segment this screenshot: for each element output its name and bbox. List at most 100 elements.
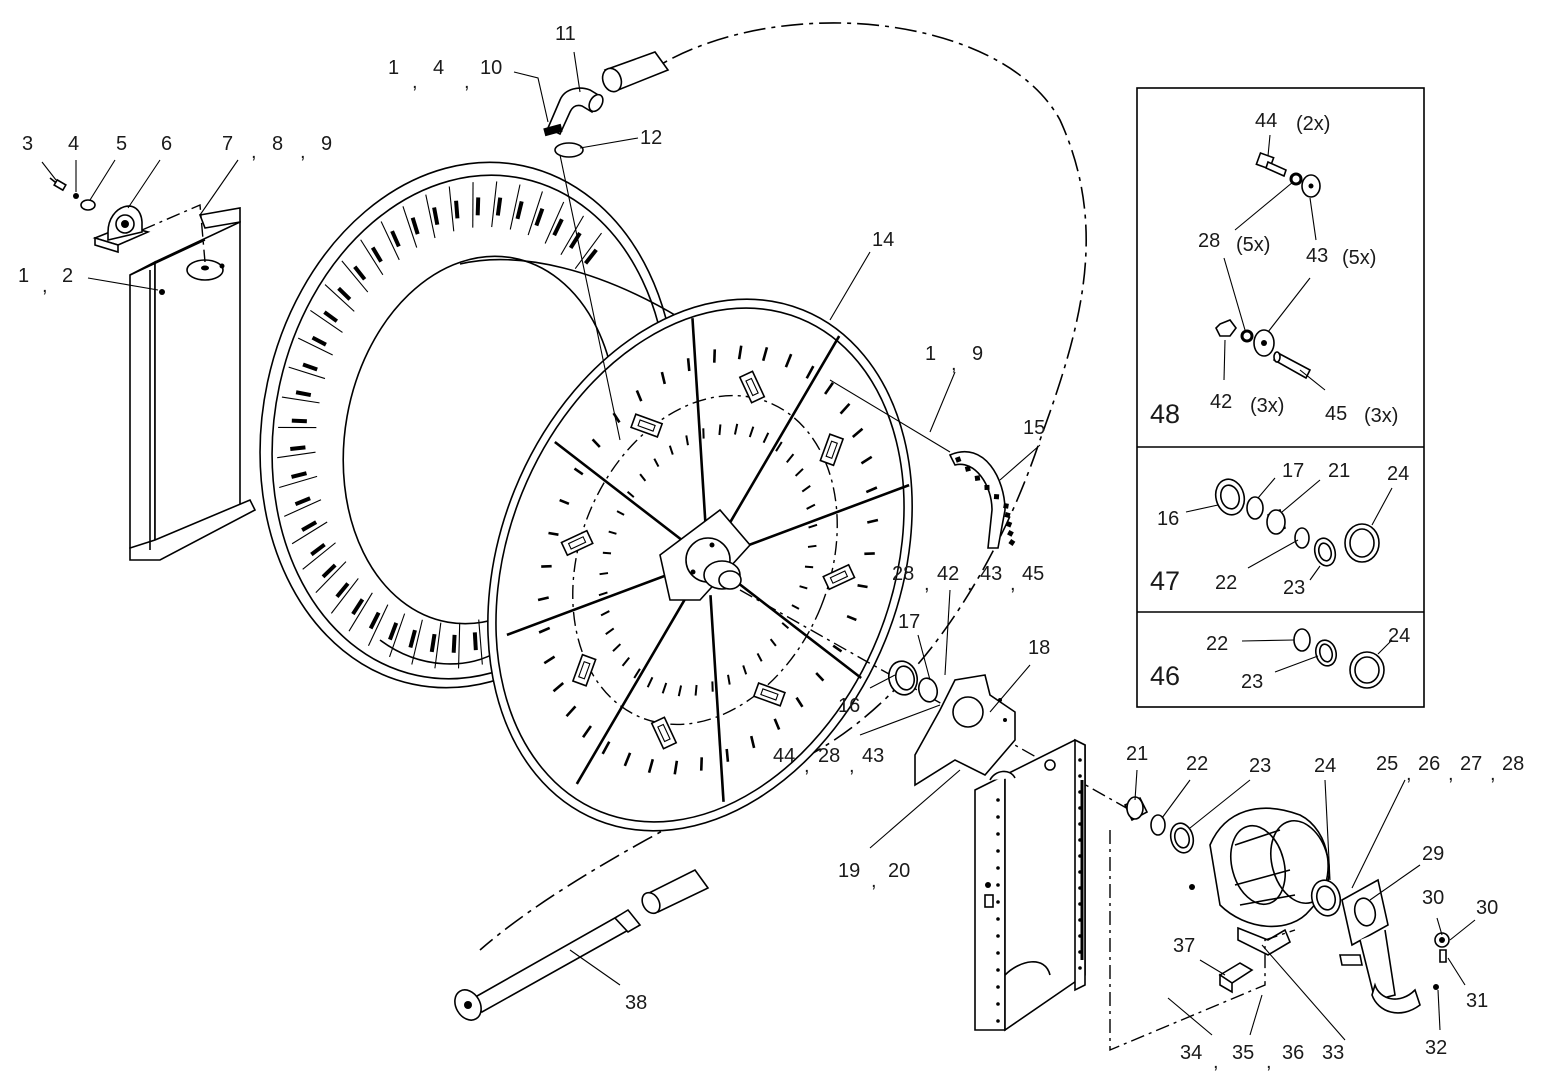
callout-comma: , [924,573,930,595]
callout-2: 2 [62,265,73,287]
callout-7: 7 [222,133,233,155]
inset46-label-22: 22 [1206,633,1228,655]
callout-38: 38 [625,992,647,1014]
callout-29: 29 [1422,843,1444,865]
mounting-bracket-33 [1237,926,1292,956]
callout-33: 33 [1322,1042,1344,1064]
inlet-hose-segment [601,51,670,93]
inset47-label-21: 21 [1328,460,1350,482]
inset48-parts [1215,151,1321,380]
sprocket-leader [829,379,951,453]
seal-16 [887,660,919,696]
callout-42: 42 [937,563,959,585]
inset48-label-43-qty: (5x) [1342,247,1376,269]
callout-17: 17 [898,611,920,633]
inset48-kit-number: 48 [1150,399,1180,429]
drum-front-spokes [506,318,910,802]
hose-segment-lower [641,868,710,915]
clamp-37 [1218,962,1254,994]
callout-6: 6 [161,133,172,155]
o-ring-12 [554,142,584,158]
callout-15: 15 [1023,417,1045,439]
callout-1: 1 [18,265,29,287]
callout-comma: , [300,141,306,163]
callout-37: 37 [1173,935,1195,957]
callout-comma: , [1448,763,1454,785]
callout-comma: , [1266,1051,1272,1073]
callout-comma: , [951,353,957,375]
pillow-block-bearing [92,205,151,254]
drum-barrel-top [459,258,681,319]
inset48-label-28-qty: (5x) [1236,234,1270,256]
callout-comma: , [251,141,257,163]
side-mounting-plate [914,674,1016,787]
callout-comma: , [849,755,855,777]
callout-comma: , [1010,573,1016,595]
inset48-label-28: 28 [1198,230,1220,252]
callout-comma: , [1490,763,1496,785]
inset47-label-24: 24 [1387,463,1409,485]
callout-4: 4 [433,57,444,79]
inset47-label-23: 23 [1283,577,1305,599]
swivel-elbow [543,87,604,137]
callout-34: 34 [1180,1042,1202,1064]
callout-14: 14 [872,229,894,251]
swivel-joint-housing [1189,807,1330,928]
callout-16: 16 [838,695,860,717]
callout-1: 1 [925,343,936,365]
callout-18: 18 [1028,637,1050,659]
drum-rear-ribs [277,181,602,669]
callout-10: 10 [480,57,502,79]
callout-comma: , [804,755,810,777]
outlet-flange-29 [1339,878,1421,1014]
callout-44: 44 [773,745,795,767]
drum-front-brackets [560,370,856,750]
callout-comma: , [871,870,877,892]
callout-30: 30 [1422,887,1444,909]
inset46-parts [1293,628,1385,689]
right-support-stand [974,738,1086,1032]
callout-3: 3 [22,133,33,155]
inset46-label-23: 23 [1241,671,1263,693]
inset48-label-44-qty: (2x) [1296,113,1330,135]
inset47-label-16: 16 [1157,508,1179,530]
callout-32: 32 [1425,1037,1447,1059]
callout-1: 1 [388,57,399,79]
inset48-label-45: 45 [1325,403,1347,425]
callout-43: 43 [980,563,1002,585]
callout-31: 31 [1466,990,1488,1012]
drum-front-slots [537,345,879,775]
inset48-label-45-qty: (3x) [1364,405,1398,427]
callout-28: 28 [1502,753,1524,775]
callout-comma: , [464,71,470,93]
callout-22: 22 [1186,753,1208,775]
inset47-label-22: 22 [1215,572,1237,594]
lower-assembly-line [1109,830,1296,1052]
callout-24: 24 [1314,755,1336,777]
callout-comma: , [967,573,973,595]
leader-lines [41,51,1476,1041]
inset48-label-44: 44 [1255,110,1277,132]
callout-8: 8 [272,133,283,155]
callout-25: 25 [1376,753,1398,775]
inset46-kit-number: 46 [1150,661,1180,691]
elbow-drop-line [559,154,621,441]
callout-11: 11 [555,23,576,45]
inset48-label-42: 42 [1210,391,1232,413]
bracket-assembly-line [141,203,206,263]
callout-43: 43 [862,745,884,767]
hose-pipe-38 [454,908,642,1021]
drum-hub [659,508,752,601]
callout-45: 45 [1022,563,1044,585]
fitting-30-31-32 [1433,932,1450,990]
callout-28: 28 [892,563,914,585]
callout-4: 4 [68,133,79,155]
callout-26: 26 [1418,753,1440,775]
callout-5: 5 [116,133,127,155]
callout-36: 36 [1282,1042,1304,1064]
inset47-label-17: 17 [1282,460,1304,482]
callout-comma: , [1406,763,1412,785]
callout-comma: , [1213,1051,1219,1073]
o-ring-22 [1150,814,1166,836]
